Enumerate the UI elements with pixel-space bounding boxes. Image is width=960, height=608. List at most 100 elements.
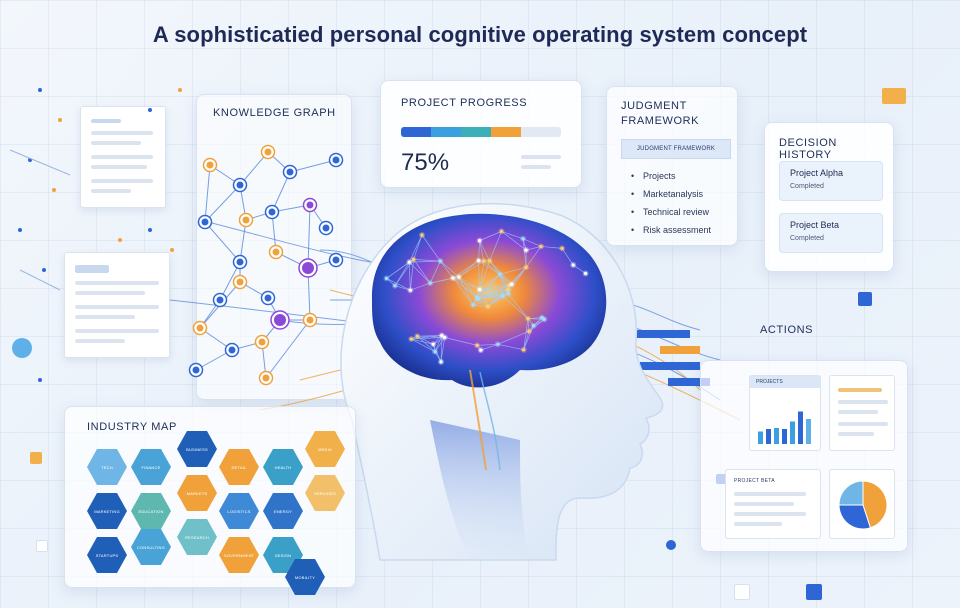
neural-node: [488, 259, 492, 263]
neural-link: [489, 231, 502, 262]
graph-node-core: [264, 148, 272, 156]
scatter-dot: [118, 238, 122, 242]
graph-node-core: [274, 314, 286, 326]
pie-chart: [838, 480, 888, 530]
project-beta-card[interactable]: PROJECT BETA: [725, 469, 821, 539]
neural-link: [522, 238, 542, 247]
neural-link: [409, 260, 441, 263]
scatter-dot: [52, 188, 56, 192]
neural-link: [527, 317, 542, 319]
projects-bar-chart[interactable]: PROJECTS: [749, 375, 821, 451]
judgment-framework-list: Projects Marketanalysis Technical review…: [631, 171, 711, 243]
industry-hex[interactable]: MARKETING: [87, 493, 127, 529]
industry-hex[interactable]: FINANCE: [131, 449, 171, 485]
industry-hex[interactable]: EDUCATION: [131, 493, 171, 529]
industry-hex[interactable]: BUSINESS: [177, 431, 217, 467]
neural-link: [444, 337, 478, 346]
neural-link: [483, 260, 501, 275]
neural-link: [526, 246, 542, 251]
judgment-framework-card: JUDGMENT FRAMEWORK JUDGMENT FRAMEWORK Pr…: [606, 86, 738, 246]
neural-link: [499, 266, 527, 275]
industry-hex[interactable]: STARTUPS: [87, 537, 127, 573]
decision-item[interactable]: Project Alpha Completed: [779, 161, 883, 201]
neural-link: [430, 277, 454, 284]
industry-hex[interactable]: TECH: [87, 449, 127, 485]
neural-node: [524, 248, 528, 252]
bar: [806, 419, 811, 444]
neural-link: [411, 338, 434, 345]
neural-node: [583, 271, 588, 276]
industry-hex[interactable]: SERVICES: [305, 475, 345, 511]
neural-link: [410, 259, 414, 291]
neural-node: [439, 360, 443, 364]
scatter-dot: [148, 228, 152, 232]
neural-link: [523, 325, 534, 350]
neural-node: [471, 303, 475, 307]
neural-node: [501, 294, 505, 298]
decision-item[interactable]: Project Beta Completed: [779, 213, 883, 253]
neural-link: [458, 276, 480, 290]
progress-segment: [401, 127, 431, 137]
neural-node: [407, 260, 411, 264]
industry-hex[interactable]: GOVERNMENT: [219, 537, 259, 573]
industry-hex[interactable]: MARKETS: [177, 475, 217, 511]
neural-node: [498, 272, 502, 276]
graph-node-core: [236, 278, 244, 286]
neural-node: [531, 324, 536, 328]
pie-slice: [862, 480, 888, 529]
decor-square: [12, 338, 32, 358]
bar: [774, 428, 779, 444]
neural-link: [421, 234, 441, 262]
neural-link: [458, 260, 485, 278]
list-item[interactable]: Projects: [631, 171, 711, 183]
neural-link: [417, 335, 434, 345]
progress-segment: [431, 127, 461, 137]
neural-node: [539, 244, 543, 249]
neural-link: [522, 238, 527, 268]
graph-node-core: [264, 294, 272, 302]
neural-link: [476, 274, 501, 298]
neural-node: [524, 265, 528, 269]
industry-hex[interactable]: RESEARCH: [177, 519, 217, 555]
neural-link: [472, 295, 503, 306]
industry-hex[interactable]: CONSULTING: [131, 529, 171, 565]
bar: [782, 429, 787, 444]
neural-node: [510, 282, 514, 286]
neural-link: [411, 334, 442, 340]
pie-chart-card[interactable]: [829, 469, 895, 539]
neural-link: [452, 277, 478, 298]
industry-hex[interactable]: LOGISTICS: [219, 493, 259, 529]
industry-hex[interactable]: ENERGY: [263, 493, 303, 529]
neural-node: [482, 259, 486, 263]
decision-item-name: Project Beta: [790, 220, 840, 230]
graph-edge: [307, 204, 311, 269]
judgment-framework-header: JUDGMENT FRAMEWORK: [621, 139, 731, 159]
neural-link: [411, 338, 436, 353]
neural-node: [571, 263, 575, 267]
industry-hex[interactable]: HEALTH: [263, 449, 303, 485]
graph-node-core: [272, 248, 280, 256]
industry-hex[interactable]: MEDIA: [305, 431, 345, 467]
neural-node: [522, 348, 526, 352]
neural-link: [408, 262, 411, 291]
neural-node: [540, 316, 544, 320]
graph-node-core: [286, 168, 294, 176]
neural-link: [478, 260, 501, 275]
neural-node: [384, 276, 389, 280]
pie-slice: [838, 504, 872, 530]
scatter-dot: [18, 228, 22, 232]
neural-node: [506, 292, 510, 296]
neural-link: [413, 234, 423, 260]
graph-node-core: [192, 366, 200, 374]
list-item[interactable]: Technical review: [631, 207, 711, 219]
industry-hex[interactable]: RETAIL: [219, 449, 259, 485]
neural-link: [480, 343, 498, 351]
neural-node: [415, 334, 419, 338]
decision-item-status: Completed: [790, 183, 824, 190]
neural-link: [433, 335, 443, 345]
neural-node: [526, 316, 530, 321]
list-item[interactable]: Marketanalysis: [631, 189, 711, 201]
list-item[interactable]: Risk assessment: [631, 225, 711, 237]
graph-node-core: [322, 224, 330, 232]
neural-link: [541, 246, 563, 249]
